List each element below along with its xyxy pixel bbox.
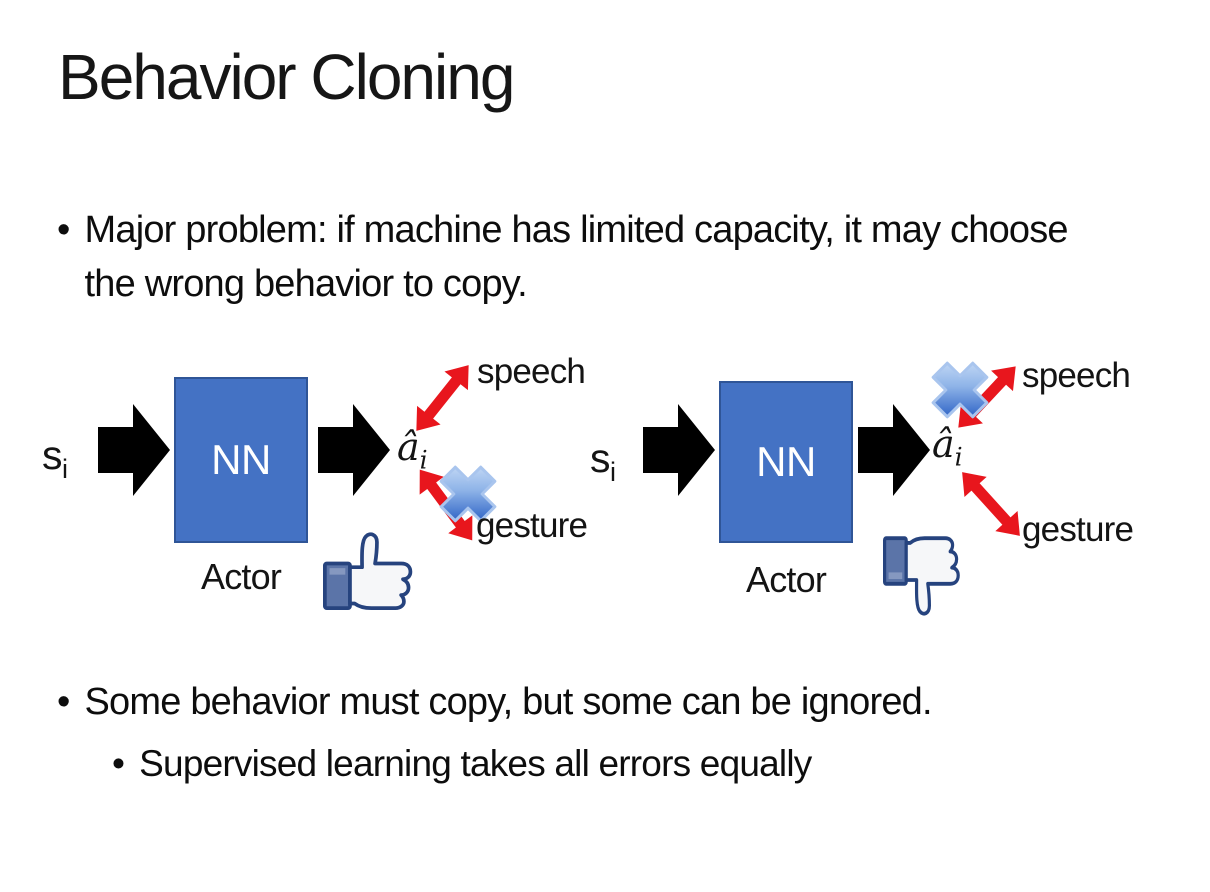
right-gesture-arrow <box>962 472 1020 536</box>
left-speech-arrow <box>416 365 469 431</box>
left-output-arrow <box>318 404 390 496</box>
right-nn-box <box>719 381 853 543</box>
right-input-arrow <box>643 404 715 496</box>
thumbs-down-icon <box>883 536 960 616</box>
right-actor-caption: Actor <box>745 559 827 600</box>
sub-bullet-supervised: • Supervised learning takes all errors e… <box>112 738 1112 791</box>
bullet-major-problem-text: Major problem: if machine has limited ca… <box>84 209 1069 305</box>
right-gesture-label: gesture <box>1022 510 1134 549</box>
right-output-arrow <box>858 404 930 496</box>
bullet-some-behavior-text: Some behavior must copy, but some can be… <box>84 681 933 723</box>
left-action-label: âi <box>397 425 428 475</box>
behavior-cloning-diagram: si NN Actor âi speech gesture si NN Acto… <box>0 340 1210 640</box>
left-actor-caption: Actor <box>200 556 282 597</box>
right-nn-label: NN <box>756 438 816 485</box>
bullet-major-problem: • Major problem: if machine has limited … <box>57 204 1097 312</box>
left-nn-label: NN <box>211 436 271 483</box>
left-state-label: si <box>42 432 68 485</box>
left-input-arrow <box>98 404 170 496</box>
left-nn-box <box>174 377 308 543</box>
right-state-label: si <box>590 435 616 488</box>
bullet-dot: • <box>57 209 70 251</box>
left-cross-out-x-icon <box>439 465 497 523</box>
bullet-dot: • <box>112 743 125 784</box>
sub-bullet-supervised-text: Supervised learning takes all errors equ… <box>139 743 812 784</box>
thumbs-up-icon <box>323 532 413 610</box>
right-action-label: âi <box>932 422 963 472</box>
left-speech-label: speech <box>477 352 586 391</box>
right-cross-out-x-icon <box>931 361 989 419</box>
diagram-shapes <box>98 361 1020 616</box>
left-gesture-label: gesture <box>476 506 588 545</box>
bullet-some-behavior: • Some behavior must copy, but some can … <box>57 676 1157 730</box>
slide-title: Behavior Cloning <box>58 41 515 113</box>
bullet-dot: • <box>57 681 70 723</box>
right-speech-label: speech <box>1022 356 1131 395</box>
